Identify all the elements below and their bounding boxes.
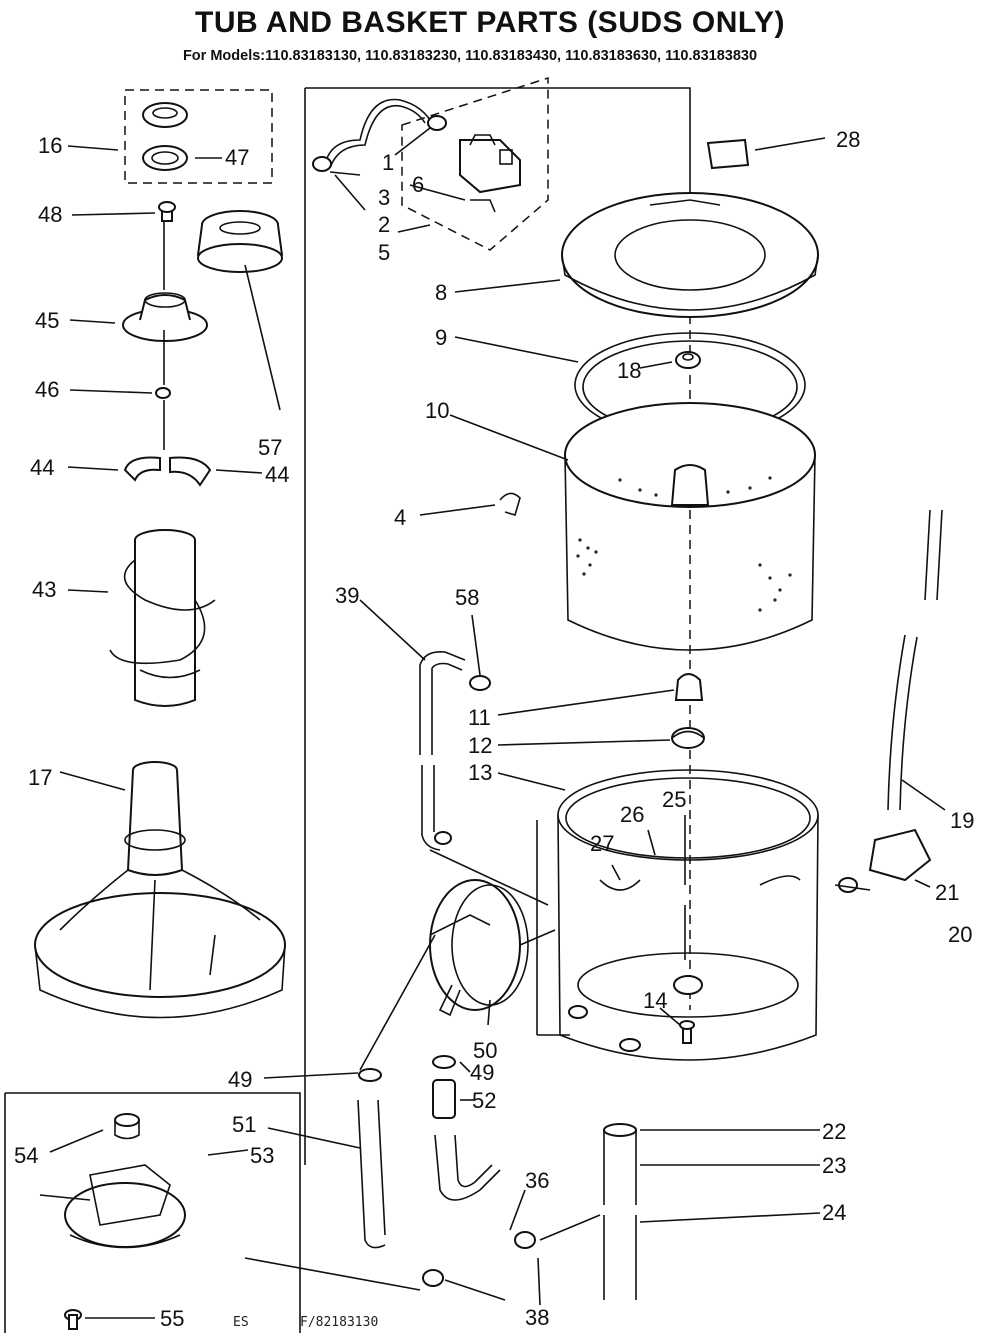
- callout-43: 43: [32, 577, 56, 602]
- clamp-part-49b: [432, 1055, 456, 1069]
- clip-part-4: [499, 492, 521, 516]
- callout-3: 3: [378, 185, 390, 210]
- callout-28: 28: [836, 127, 860, 152]
- hose-part-52: [432, 1079, 501, 1201]
- callout-1: 1: [382, 150, 394, 175]
- callout-20: 20: [948, 922, 972, 947]
- callout-18: 18: [617, 358, 641, 383]
- callout-58: 58: [455, 585, 479, 610]
- pump-part-53: [39, 1164, 186, 1249]
- hose-part-19: [887, 509, 943, 811]
- model-numbers: For Models:110.83183130, 110.83183230, 1…: [183, 48, 757, 64]
- hose-part-51: [357, 1099, 386, 1249]
- callout-49-left: 49: [228, 1067, 252, 1092]
- callout-45: 45: [35, 308, 59, 333]
- callout-12: 12: [468, 733, 492, 758]
- callout-52: 52: [472, 1088, 496, 1113]
- callout-27: 27: [590, 831, 614, 856]
- callout-8: 8: [435, 280, 447, 305]
- diagram-title: TUB AND BASKET PARTS (SUDS ONLY): [195, 6, 785, 39]
- inlet-hose-part-3: [312, 98, 447, 172]
- hub-part-11: [674, 673, 704, 701]
- cam-part-45: [122, 292, 208, 342]
- callout-55: 55: [160, 1306, 184, 1331]
- seal-part-12: [671, 727, 705, 749]
- callout-49-right: 49: [470, 1060, 494, 1085]
- clamp-part-49a: [358, 1068, 382, 1082]
- tub-cover-part-8: [561, 192, 819, 318]
- outer-tub-part-13: [557, 769, 819, 1061]
- callout-23: 23: [822, 1153, 846, 1178]
- callout-9: 9: [435, 325, 447, 350]
- callout-21: 21: [935, 880, 959, 905]
- assembly-frame-lines: [4, 76, 691, 1333]
- clamp-part-58: [469, 675, 491, 691]
- dog-parts-44: [123, 456, 212, 487]
- callout-5: 5: [378, 240, 390, 265]
- clamp-part-36: [514, 1231, 536, 1249]
- callout-6: 6: [412, 172, 424, 197]
- callout-38: 38: [525, 1305, 549, 1330]
- callout-22: 22: [822, 1119, 846, 1144]
- callout-labels: 16 47 48 45 46 44 44 57 43 17 1 2 3 5 6 …: [14, 127, 974, 1331]
- callout-57: 57: [258, 435, 282, 460]
- cap-part-54: [114, 1113, 140, 1140]
- agitator-auger-part-43: [109, 529, 216, 707]
- clamp-part-38: [422, 1269, 444, 1287]
- callout-39: 39: [335, 583, 359, 608]
- agitator-cap-part: [142, 102, 188, 171]
- leader-lines: [49, 127, 946, 1319]
- callout-53: 53: [250, 1143, 274, 1168]
- wash-basket-part-10: [564, 402, 816, 651]
- fill-valve-part-6: [459, 134, 521, 213]
- callout-4: 4: [394, 505, 406, 530]
- callout-10: 10: [425, 398, 449, 423]
- callout-2: 2: [378, 212, 390, 237]
- callout-48: 48: [38, 202, 62, 227]
- callout-24: 24: [822, 1200, 846, 1225]
- callout-44-left: 44: [30, 455, 54, 480]
- callout-36: 36: [525, 1168, 549, 1193]
- callout-19: 19: [950, 808, 974, 833]
- washer-part-46: [155, 387, 171, 399]
- callout-50: 50: [473, 1038, 497, 1063]
- callout-44-right: 44: [265, 462, 289, 487]
- bolt-part-48: [158, 201, 176, 222]
- screw-part-55: [64, 1309, 82, 1330]
- cover-part-28: [706, 138, 750, 170]
- footer-code: F/82183130: [300, 1315, 378, 1330]
- agitator-base-part-17: [34, 761, 286, 1019]
- callout-26: 26: [620, 802, 644, 827]
- callout-46: 46: [35, 377, 59, 402]
- callout-25: 25: [662, 787, 686, 812]
- nut-part-18: [675, 351, 701, 369]
- callout-17: 17: [28, 765, 52, 790]
- callout-14: 14: [643, 988, 667, 1013]
- hose-part-39: [419, 650, 466, 851]
- callout-51: 51: [232, 1112, 256, 1137]
- callout-47: 47: [225, 145, 249, 170]
- callout-54: 54: [14, 1143, 38, 1168]
- footer-mark: ES: [233, 1315, 249, 1330]
- pump-housing-part-50: [429, 879, 529, 1017]
- callout-11: 11: [468, 705, 491, 730]
- drain-hose-parts-22-24: [603, 1123, 637, 1300]
- callout-16: 16: [38, 133, 62, 158]
- pressure-switch-part-21: [838, 828, 932, 893]
- dispenser-part-57: [196, 210, 284, 273]
- bolt-part-14: [679, 1020, 695, 1044]
- callout-13: 13: [468, 760, 492, 785]
